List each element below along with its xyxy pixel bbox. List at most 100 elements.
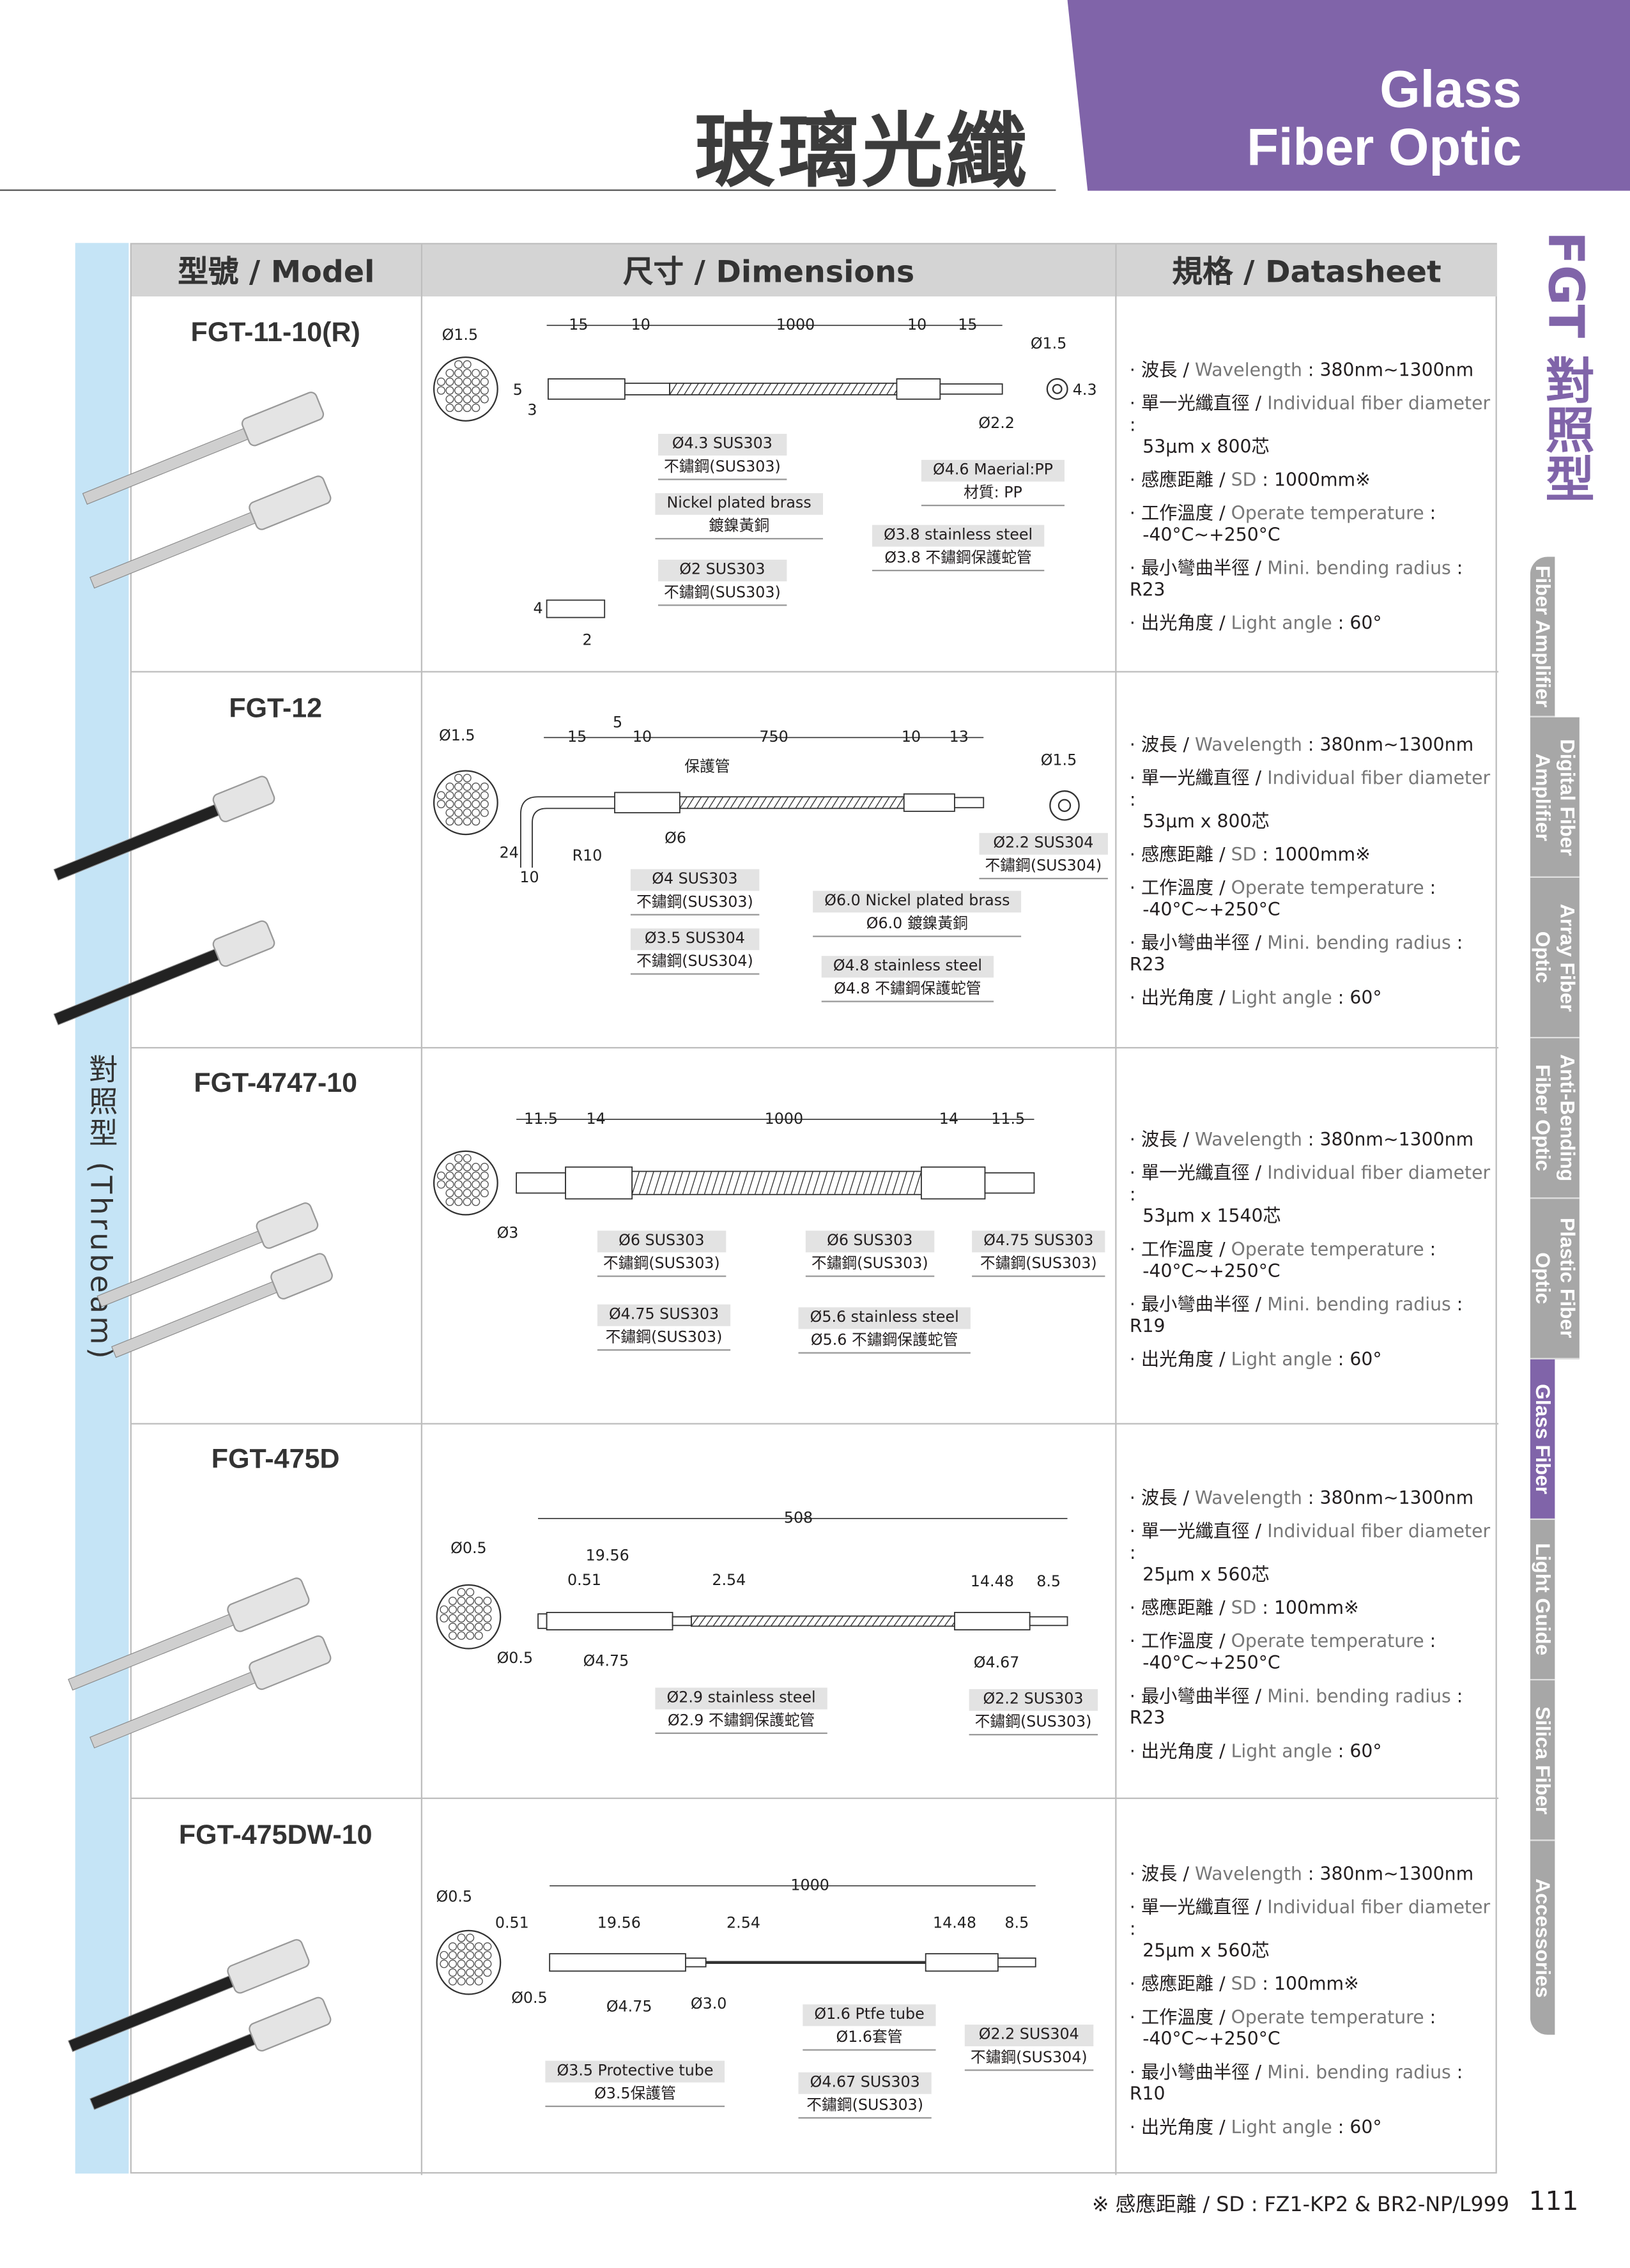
model-name: FGT-475DW-10 [178, 1820, 373, 1851]
tab-fiber-amplifier[interactable]: Fiber Amplifier [1530, 556, 1555, 717]
dimension-label: 750 [759, 728, 788, 747]
bullet: · [1129, 1972, 1141, 1995]
tip [939, 383, 1003, 395]
sep: / [1213, 1597, 1231, 1618]
tab-light-guide[interactable]: Light Guide [1530, 1520, 1555, 1681]
fiber-core-icon [454, 378, 463, 387]
dimension-label: 13 [949, 728, 969, 747]
dimension-label: Ø0.5 [496, 1650, 534, 1667]
sep: / [1177, 733, 1196, 755]
spec-value: 1000mm※ [1273, 468, 1371, 491]
spec-item: · 波長 / Wavelength : 380nm~1300nm [1130, 1487, 1491, 1508]
callout-line-2: 不鏽鋼(SUS303) [972, 1252, 1105, 1277]
fiber-core-icon [472, 395, 481, 404]
tab-plastic-fiber-optic[interactable]: Plastic Fiber Optic [1530, 1199, 1580, 1360]
fiber-core-icon [436, 386, 445, 395]
sep: : [1129, 413, 1136, 436]
sep: : [1424, 1630, 1436, 1652]
spec-label-zh: 單一光纖直徑 [1141, 392, 1250, 414]
spec-label-zh: 最小彎曲半徑 [1141, 931, 1250, 953]
fiber-core-icon [474, 1942, 483, 1951]
spec-label-en: Wavelength [1195, 1862, 1302, 1885]
dimension-label: 10 [519, 869, 539, 887]
dimension-label: 2.54 [727, 1915, 760, 1933]
dimension-label: 11.5 [524, 1110, 558, 1128]
tab-array-fiber-optic[interactable]: Array Fiber Optic [1530, 878, 1580, 1039]
dimension-label: 15 [569, 316, 588, 334]
tab-anti-bending-fiber-optic[interactable]: Anti-Bending Fiber Optic [1530, 1038, 1580, 1199]
spec-label-en: Wavelength [1195, 733, 1302, 755]
tab-silica-fiber[interactable]: Silica Fiber [1530, 1680, 1555, 1841]
sep: / [1249, 1685, 1268, 1707]
fiber-core-icon [474, 1977, 483, 1986]
bullet: · [1129, 766, 1141, 788]
dimension-label: 0.51 [567, 1572, 601, 1590]
dimension-label: 8.5 [1004, 1915, 1029, 1933]
spec-item: · 出光角度 / Light angle : 60° [1130, 986, 1491, 1008]
fiber-core-icon [480, 791, 489, 800]
callout-line-2: 不鏽鋼(SUS304) [630, 950, 759, 975]
product-image [111, 1253, 333, 1358]
callout-line-2: 不鏽鋼(SUS304) [979, 855, 1108, 880]
sep: : [1129, 1183, 1136, 1205]
bent-probe [519, 796, 615, 868]
fiber-core-icon [448, 1622, 457, 1632]
spec-label-zh: 最小彎曲半徑 [1141, 1685, 1250, 1707]
spec-label-zh: 單一光纖直徑 [1141, 1520, 1250, 1542]
fiber-core-icon [483, 1959, 492, 1968]
fiber-core-icon [466, 1977, 475, 1986]
tip [537, 1613, 548, 1629]
spec-list: · 波長 / Wavelength : 380nm~1300nm· 單一光纖直徑… [1130, 358, 1491, 645]
fiber-core-icon [436, 791, 445, 800]
fiber-core-icon [472, 799, 481, 809]
spec-value: 1000mm※ [1273, 843, 1371, 865]
fiber-core-icon [472, 1197, 481, 1206]
dimension-label: 14 [939, 1110, 959, 1128]
sep: : [1450, 931, 1463, 953]
tab-accessories[interactable]: Accessories [1530, 1841, 1555, 2035]
dimension-label: Ø3.0 [690, 1995, 727, 2013]
dimension-label: Ø1.5 [442, 326, 479, 344]
sep: / [1177, 1486, 1196, 1508]
fiber-core-icon [483, 1614, 492, 1623]
sep: : [1302, 1128, 1320, 1150]
spec-label-en: Mini. bending radius [1267, 931, 1451, 953]
callout-line-1: Ø4.75 SUS303 [597, 1304, 731, 1326]
spec-value: 380nm~1300nm [1319, 1128, 1474, 1150]
dimension-label: 14.48 [932, 1915, 977, 1933]
fiber-core-icon [457, 1588, 466, 1597]
spec-label-zh: 單一光纖直徑 [1141, 766, 1250, 788]
spec-label-zh: 波長 [1141, 358, 1178, 381]
callout-line-2: Ø5.6 不鏽鋼保護蛇管 [798, 1329, 971, 1354]
header-title-en-2: Fiber Optic [1247, 117, 1522, 177]
dimension-label: Ø1.5 [439, 727, 475, 745]
fiber-core-icon [480, 808, 489, 817]
callout-line-1: Ø2.9 stainless steel [655, 1687, 827, 1710]
dimension-label: 14 [586, 1110, 606, 1128]
fiber-core-icon [457, 1614, 466, 1623]
spec-value: 380nm~1300nm [1319, 358, 1474, 381]
fiber-core-icon [463, 1171, 472, 1180]
spec-item: · 波長 / Wavelength : 380nm~1300nm [1130, 1863, 1491, 1885]
fiber-core-icon [436, 799, 445, 809]
spec-item: · 工作溫度 / Operate temperature : -40°C~+25… [1130, 1238, 1491, 1282]
spring-hatch [691, 1616, 960, 1627]
tip-end-icon [1046, 378, 1068, 400]
sep: : [1332, 611, 1350, 634]
tab-glass-fiber[interactable]: Glass Fiber [1530, 1359, 1555, 1521]
tip [954, 797, 985, 809]
spec-label-en: Light angle [1231, 1347, 1332, 1370]
dimension-label: Ø1.5 [1040, 752, 1077, 770]
dimension-label: Ø0.5 [450, 1540, 487, 1558]
fiber-core-icon [472, 378, 481, 387]
tab-digital-fiber-amplifier[interactable]: Digital Fiber Amplifier [1530, 717, 1580, 878]
fiber-core-icon [448, 1942, 457, 1951]
bullet: · [1129, 2115, 1141, 2138]
fiber-core-icon [480, 395, 489, 404]
dimension-label: Ø1.5 [1030, 335, 1067, 353]
